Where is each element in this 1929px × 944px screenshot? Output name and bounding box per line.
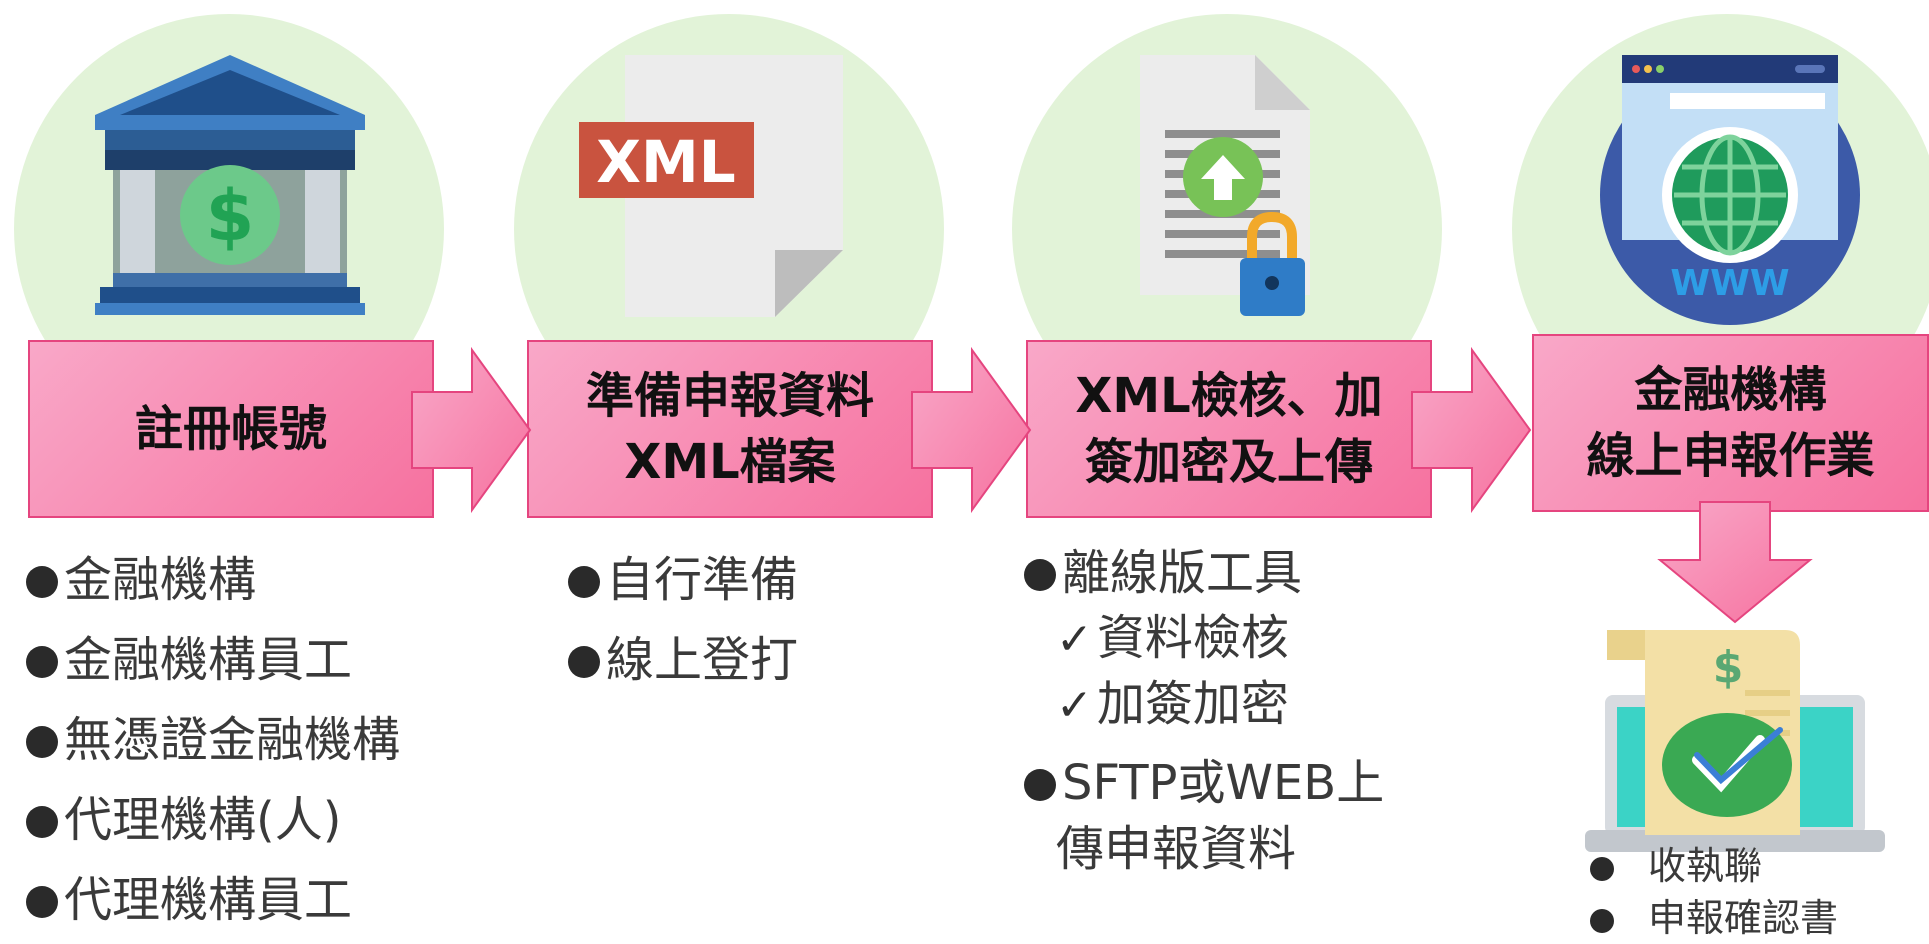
check-item: ✓資料檢核 [1056,610,1289,666]
svg-text:$: $ [206,175,255,257]
xml-file-icon: XML [579,55,843,317]
list-item: SFTP或WEB上 [1024,750,1384,816]
arrow-down [1657,501,1813,624]
step4-output-list: 收執聯 申報確認書 [1590,840,1838,944]
step4-title-line1: 金融機構 [1634,362,1827,418]
check-item: ✓加簽加密 [1056,676,1289,732]
list-item-continuation: 傳申報資料 [1056,821,1297,877]
step3-list: 離線版工具 ✓資料檢核 ✓加簽加密 SFTP或WEB上 傳申報資料 [1024,540,1384,882]
step4-box: 金融機構 線上申報作業 [1532,334,1929,512]
step3-title-line2: 簽加密及上傳 [1084,434,1373,490]
receipt-laptop-icon: $ [1585,630,1885,852]
arrow-right-1 [411,346,532,514]
list-item: 離線版工具 [1024,540,1384,606]
list-item: 無憑證金融機構 [26,700,400,780]
bullet-icon [568,646,600,678]
list-item: 代理機構(人) [26,780,400,860]
bullet-icon [26,726,58,758]
www-label: WWW [1670,263,1789,304]
step1-box: 註冊帳號 [28,340,434,518]
arrow-right-2 [911,346,1032,514]
bullet-icon [26,566,58,598]
step4-title-line2: 線上申報作業 [1586,428,1875,484]
step2-title-line1: 準備申報資料 [585,368,874,424]
svg-text:$: $ [1713,642,1744,693]
checkmark-icon: ✓ [1056,680,1093,731]
arrow-right-3 [1411,346,1532,514]
xml-label: XML [596,128,735,196]
bullet-icon [1024,559,1056,591]
list-item: 金融機構員工 [26,620,400,700]
step3-title-line1: XML檢核、加 [1075,368,1383,424]
bank-icon: $ [95,55,365,315]
list-item: 申報確認書 [1590,892,1838,944]
bullet-icon [568,566,600,598]
bullet-icon [1590,909,1614,933]
step3-box: XML檢核、加 簽加密及上傳 [1026,340,1432,518]
bullet-icon [26,646,58,678]
web-browser-icon: WWW [1600,55,1860,325]
checkmark-icon: ✓ [1056,614,1093,665]
bullet-icon [26,886,58,918]
step1-list: 金融機構 金融機構員工 無憑證金融機構 代理機構(人) 代理機構員工 [26,540,400,940]
list-item: 金融機構 [26,540,400,620]
step2-title-line2: XML檔案 [624,434,836,490]
bullet-icon [1590,857,1614,881]
list-item: 自行準備 [568,540,798,620]
step1-title: 註冊帳號 [134,401,327,457]
list-item: 線上登打 [568,620,798,700]
step2-list: 自行準備 線上登打 [568,540,798,700]
list-item: 收執聯 [1590,840,1838,892]
bullet-icon [1024,769,1056,801]
bullet-icon [26,806,58,838]
list-item: 代理機構員工 [26,860,400,940]
secure-upload-document-icon [1140,55,1310,316]
step2-box: 準備申報資料 XML檔案 [527,340,933,518]
